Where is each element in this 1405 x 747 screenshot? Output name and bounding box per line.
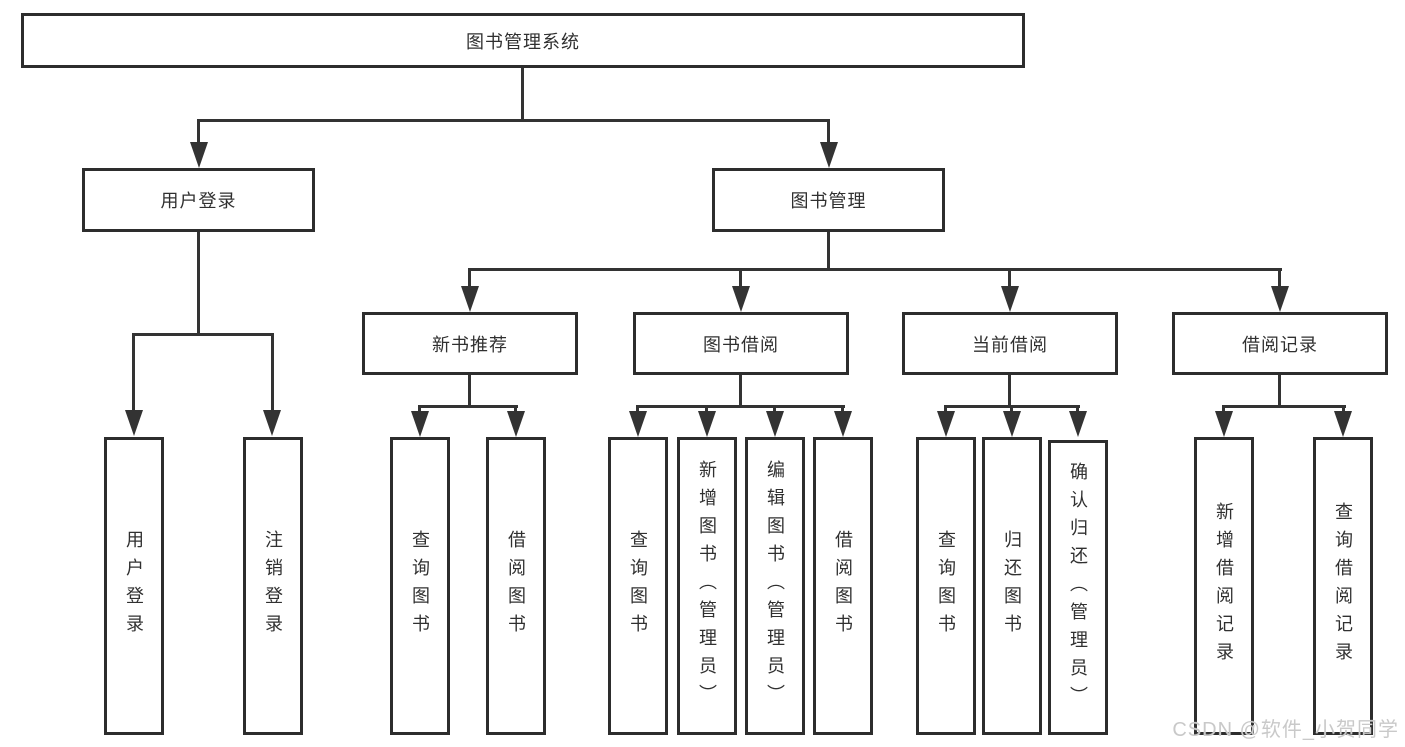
node-label: 图书借阅 [703,334,779,355]
connector-line [739,268,742,288]
arrow-down-icon [820,142,838,168]
node-label: 用户登录 [124,530,144,642]
connector-line [132,333,274,336]
node-label: 归还图书 [1002,530,1022,642]
arrow-down-icon [263,410,281,436]
connector-line [1278,375,1281,408]
connector-line [1008,268,1011,288]
connector-line [271,333,274,411]
connector-line [468,268,471,288]
connector-line [705,405,708,414]
node-label: 新书推荐 [432,334,508,355]
arrow-down-icon [766,411,784,437]
arrow-down-icon [461,286,479,312]
node-label: 当前借阅 [972,334,1048,355]
arrow-down-icon [698,411,716,437]
watermark: CSDN @软件_小贺同学 [1172,719,1399,741]
node-new-book-recommendation: 新书推荐 [362,312,578,375]
node-label: 新增图书（管理员） [697,460,717,712]
node-borrowing-records: 借阅记录 [1172,312,1388,375]
connector-line [521,68,524,121]
connector-line [1076,405,1079,414]
connector-line [468,375,471,408]
node-label: 借阅记录 [1242,334,1318,355]
leaf-borrow-books: 借阅图书 [813,437,873,735]
connector-line [1010,405,1013,414]
arrow-down-icon [629,411,647,437]
leaf-query-books-recommend: 查询图书 [390,437,450,735]
node-label: 查询图书 [936,530,956,642]
connector-line [418,405,421,414]
node-current-borrowing: 当前借阅 [902,312,1118,375]
leaf-edit-book-admin: 编辑图书（管理员） [745,437,805,735]
leaf-add-borrow-record: 新增借阅记录 [1194,437,1254,735]
arrow-down-icon [507,411,525,437]
arrow-down-icon [1001,286,1019,312]
connector-line [132,333,135,411]
arrow-down-icon [1003,411,1021,437]
node-label: 查询图书 [628,530,648,642]
connector-line [739,375,742,408]
arrow-down-icon [1215,411,1233,437]
node-label: 注销登录 [263,530,283,642]
connector-line [636,405,845,408]
connector-line [1222,405,1346,408]
node-label: 确认归还（管理员） [1068,461,1088,714]
node-label: 新增借阅记录 [1214,502,1234,670]
node-book-management: 图书管理 [712,168,945,232]
arrow-down-icon [1069,411,1087,437]
connector-line [1278,268,1281,288]
connector-line [944,405,947,414]
leaf-query-books-borrowing: 查询图书 [608,437,668,735]
arrow-down-icon [732,286,750,312]
connector-line [1342,405,1345,414]
leaf-return-books: 归还图书 [982,437,1042,735]
connector-line [827,232,830,271]
leaf-add-book-admin: 新增图书（管理员） [677,437,737,735]
node-library-management-system: 图书管理系统 [21,13,1025,68]
leaf-query-books-current: 查询图书 [916,437,976,735]
node-user-login: 用户登录 [82,168,315,232]
node-label: 借阅图书 [833,530,853,642]
node-label: 查询借阅记录 [1333,502,1353,670]
arrow-down-icon [1334,411,1352,437]
arrow-down-icon [937,411,955,437]
node-label: 编辑图书（管理员） [765,460,785,712]
connector-line [418,405,518,408]
connector-line [514,405,517,414]
node-label: 用户登录 [160,191,237,211]
node-label: 查询图书 [410,530,430,642]
arrow-down-icon [411,411,429,437]
connector-line [773,405,776,414]
leaf-confirm-return-admin: 确认归还（管理员） [1048,440,1108,735]
connector-line [1008,375,1011,408]
connector-line [197,119,830,122]
connector-line [827,119,830,144]
node-book-borrowing: 图书借阅 [633,312,849,375]
node-label: 图书管理系统 [466,31,580,52]
connector-line [841,405,844,414]
leaf-user-login: 用户登录 [104,437,164,735]
connector-line [1222,405,1225,414]
leaf-query-borrow-record: 查询借阅记录 [1313,437,1373,735]
arrow-down-icon [125,410,143,436]
connector-line [636,405,639,414]
leaf-logout: 注销登录 [243,437,303,735]
connector-line [197,232,200,336]
node-label: 图书管理 [790,191,867,211]
node-label: 借阅图书 [506,530,526,642]
arrow-down-icon [190,142,208,168]
connector-line [197,119,200,144]
arrow-down-icon [1271,286,1289,312]
leaf-borrow-books-recommend: 借阅图书 [486,437,546,735]
connector-line [468,268,1282,271]
arrow-down-icon [834,411,852,437]
